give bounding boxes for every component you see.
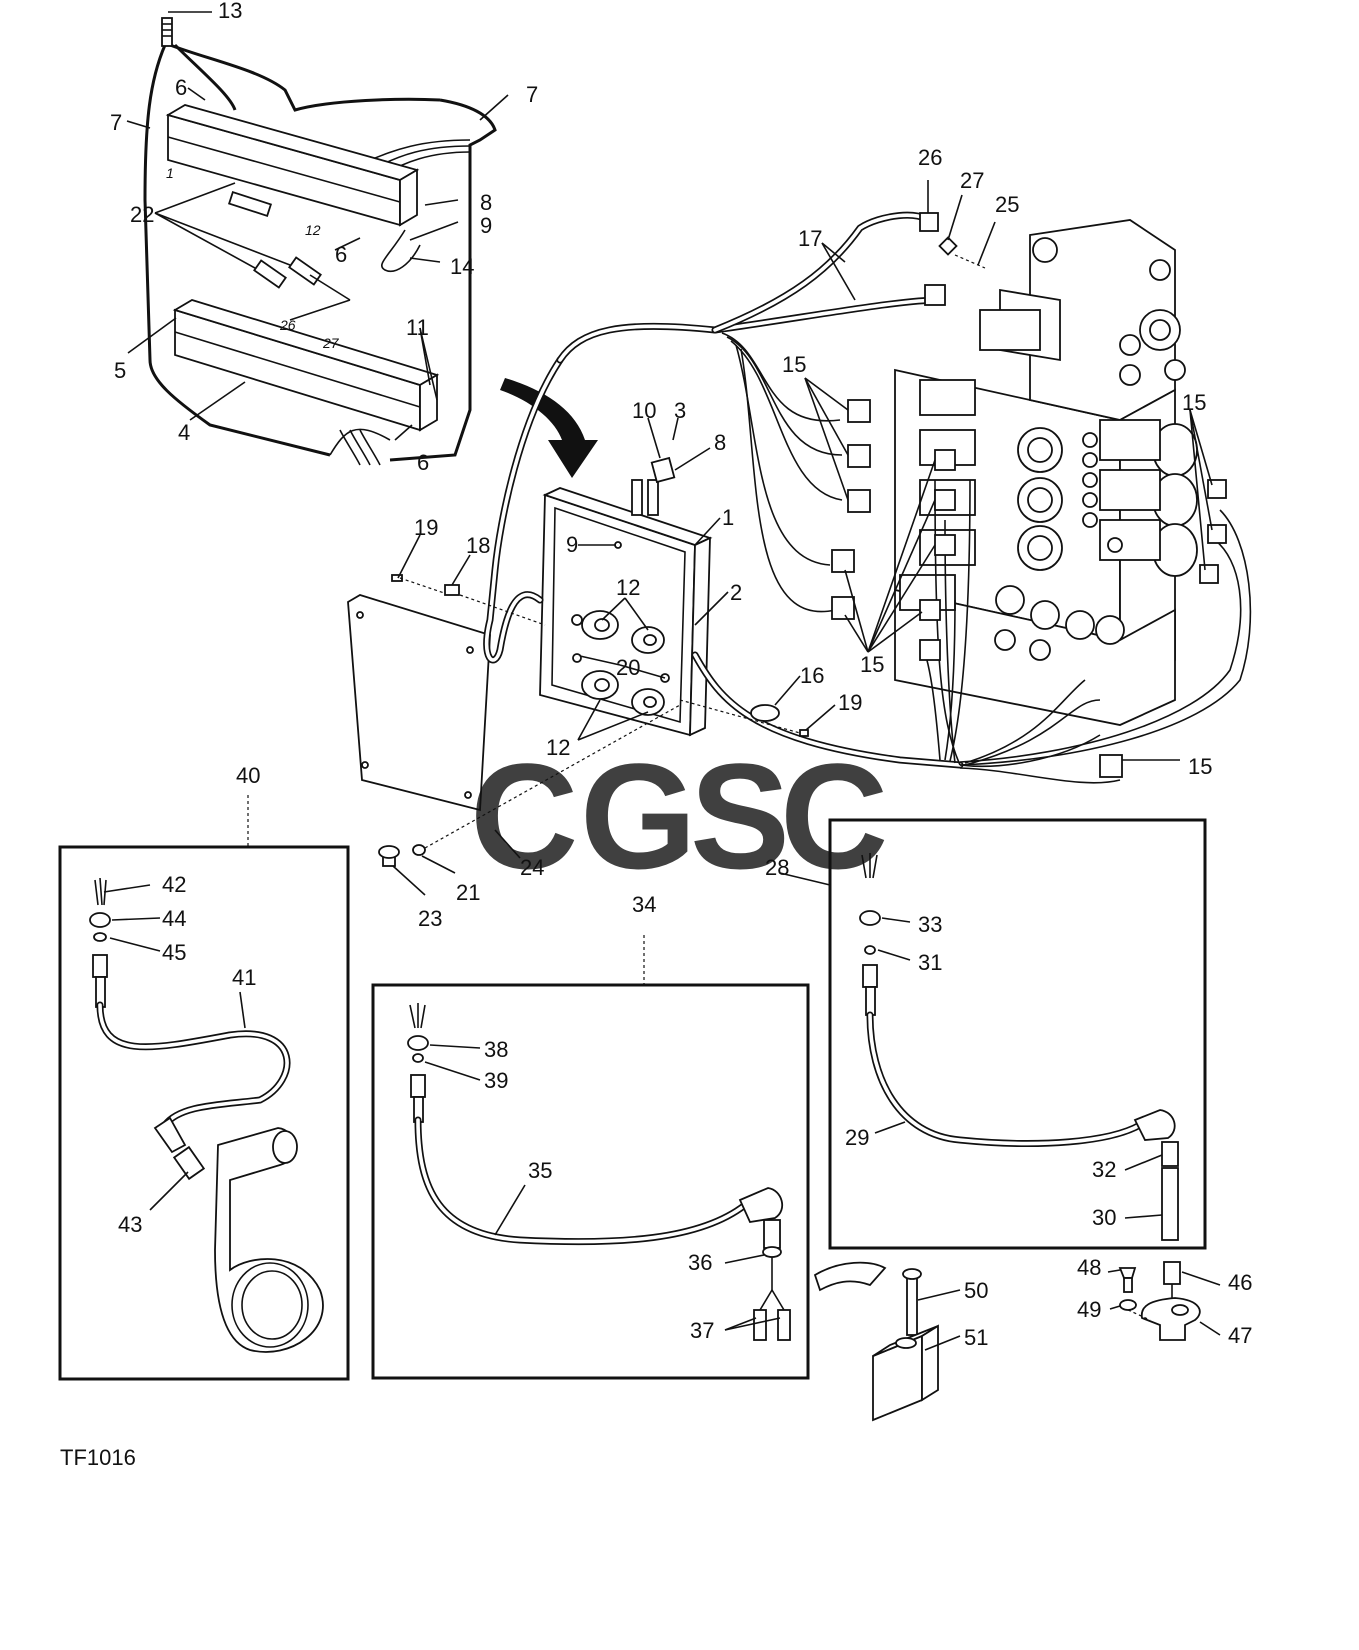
callout-44: 44 xyxy=(162,906,186,931)
jumper xyxy=(253,259,287,289)
callout-27: 27 xyxy=(960,168,984,193)
callout-labels: 1 2 3 4 5 6 6 6 7 7 8 8 9 9 10 11 12 12 … xyxy=(110,0,1252,1350)
callout-29: 29 xyxy=(845,1125,869,1150)
callout-19: 19 xyxy=(414,515,438,540)
callout-51: 51 xyxy=(964,1325,988,1350)
control-box-cover xyxy=(347,594,491,812)
upper-terminal-strip xyxy=(165,104,420,227)
callout-9: 9 xyxy=(566,532,578,557)
terminal-label: 27 xyxy=(322,335,340,351)
kit-panel-40 xyxy=(58,795,350,1381)
cable-glands xyxy=(581,610,665,716)
callout-15: 15 xyxy=(860,652,884,677)
terminal-strip-assembly xyxy=(126,11,509,466)
callout-37: 37 xyxy=(690,1318,714,1343)
solenoid-connectors xyxy=(831,212,1227,778)
callout-50: 50 xyxy=(964,1278,988,1303)
lower-terminal-strip xyxy=(172,299,440,432)
watermark-letter: S xyxy=(690,732,790,900)
callout-22: 22 xyxy=(130,202,154,227)
solenoid-valves xyxy=(899,237,1198,661)
callout-13: 13 xyxy=(218,0,242,23)
callout-39: 39 xyxy=(484,1068,508,1093)
kit-panel-34 xyxy=(371,935,810,1380)
callout-6: 6 xyxy=(175,75,187,100)
callout-2: 2 xyxy=(730,580,742,605)
callout-26: 26 xyxy=(918,145,942,170)
callout-36: 36 xyxy=(688,1250,712,1275)
callout-15: 15 xyxy=(1182,390,1206,415)
jumper xyxy=(227,190,273,218)
control-box xyxy=(347,356,964,896)
callout-15: 15 xyxy=(1188,754,1212,779)
valve-block-assembly xyxy=(556,180,1252,784)
watermark-letter: C xyxy=(470,732,578,900)
harness-connector xyxy=(161,17,173,47)
terminal-label: 26 xyxy=(279,317,296,333)
callout-9: 9 xyxy=(480,213,492,238)
direction-arrow xyxy=(500,378,598,478)
callout-8: 8 xyxy=(480,190,492,215)
terminal-labels: 1 12 26 27 xyxy=(166,165,340,351)
callout-23: 23 xyxy=(418,906,442,931)
callout-20: 20 xyxy=(616,655,640,680)
callout-19: 19 xyxy=(838,690,862,715)
callout-35: 35 xyxy=(528,1158,552,1183)
callout-25: 25 xyxy=(995,192,1019,217)
callout-18: 18 xyxy=(466,533,490,558)
watermark: C G S C xyxy=(470,732,888,900)
kit-panel-28 xyxy=(779,818,1207,1250)
callout-3: 3 xyxy=(674,398,686,423)
callout-49: 49 xyxy=(1077,1297,1101,1322)
callout-12: 12 xyxy=(546,735,570,760)
callout-48: 48 xyxy=(1077,1255,1101,1280)
callout-12: 12 xyxy=(616,575,640,600)
callout-28: 28 xyxy=(765,855,789,880)
callout-45: 45 xyxy=(162,940,186,965)
figure-code: TF1016 xyxy=(60,1445,136,1470)
callout-38: 38 xyxy=(484,1037,508,1062)
callout-33: 33 xyxy=(918,912,942,937)
callout-46: 46 xyxy=(1228,1270,1252,1295)
terminal-label: 1 xyxy=(166,165,174,181)
watermark-letter: C xyxy=(780,732,888,900)
callout-4: 4 xyxy=(178,420,190,445)
watermark-letter: G xyxy=(580,732,697,900)
callout-14: 14 xyxy=(450,254,474,279)
callout-31: 31 xyxy=(918,950,942,975)
terminal-label: 12 xyxy=(305,222,321,238)
callout-10: 10 xyxy=(632,398,656,423)
callout-1: 1 xyxy=(722,505,734,530)
callout-21: 21 xyxy=(456,880,480,905)
callout-15: 15 xyxy=(782,352,806,377)
loose-parts xyxy=(813,1261,1221,1422)
callout-7: 7 xyxy=(526,82,538,107)
mounting-block xyxy=(872,1324,939,1422)
callout-41: 41 xyxy=(232,965,256,990)
callout-8: 8 xyxy=(714,430,726,455)
callout-16: 16 xyxy=(800,663,824,688)
callout-43: 43 xyxy=(118,1212,142,1237)
callout-34: 34 xyxy=(632,892,656,917)
callout-24: 24 xyxy=(520,855,544,880)
callout-47: 47 xyxy=(1228,1323,1252,1348)
callout-5: 5 xyxy=(114,358,126,383)
callout-30: 30 xyxy=(1092,1205,1116,1230)
callout-32: 32 xyxy=(1092,1157,1116,1182)
callout-17: 17 xyxy=(798,226,822,251)
bolt xyxy=(906,1274,918,1336)
callout-42: 42 xyxy=(162,872,186,897)
callout-40: 40 xyxy=(236,763,260,788)
callout-6: 6 xyxy=(417,450,429,475)
callout-6: 6 xyxy=(335,242,347,267)
callout-11: 11 xyxy=(406,315,429,340)
jumper xyxy=(288,256,322,286)
callout-7: 7 xyxy=(110,110,122,135)
relay xyxy=(650,456,676,484)
